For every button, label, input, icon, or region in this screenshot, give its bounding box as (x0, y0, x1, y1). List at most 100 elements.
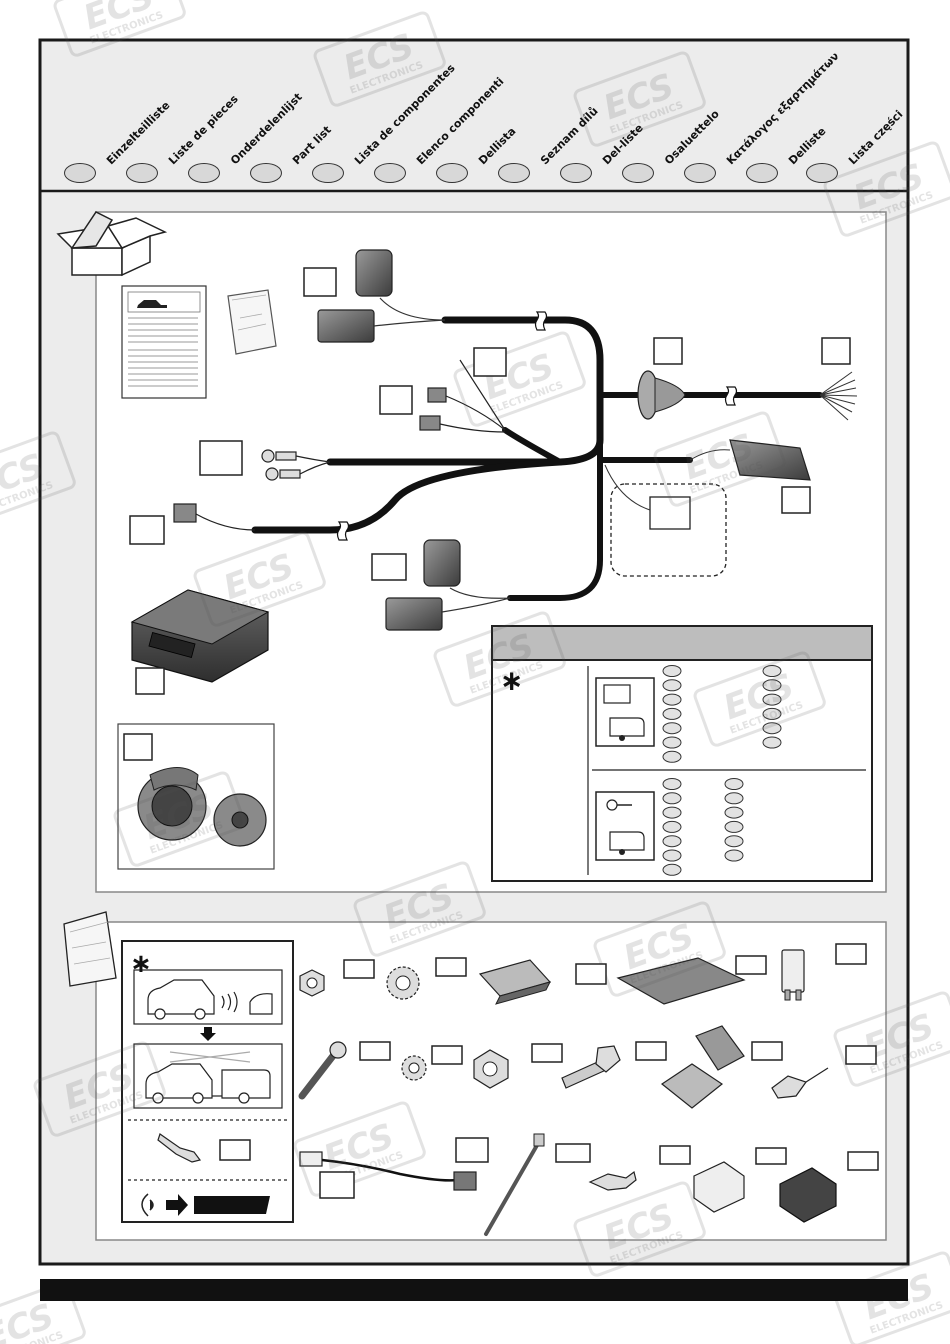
part-number-box (835, 943, 867, 965)
language-checkbox[interactable] (126, 163, 158, 183)
hardware-lock-washer (386, 966, 420, 1000)
hardware-adhesive-pad (478, 959, 552, 1005)
language-checkbox[interactable] (188, 163, 220, 183)
hardware-washer-small (401, 1055, 427, 1081)
part-number-box (303, 267, 337, 297)
part-number-box (431, 1045, 463, 1065)
part-number-box (219, 1139, 251, 1161)
function-oval[interactable] (662, 665, 682, 677)
function-oval[interactable] (662, 707, 682, 720)
vehicle-connector-lower (385, 539, 511, 631)
function-oval[interactable] (662, 736, 682, 749)
vehicle-connector-upper (317, 249, 446, 343)
function-oval[interactable] (724, 835, 744, 848)
function-oval[interactable] (724, 820, 744, 833)
function-oval[interactable] (724, 792, 744, 805)
function-oval[interactable] (662, 722, 682, 735)
function-oval[interactable] (662, 835, 682, 848)
part-number-box (531, 1043, 563, 1063)
function-oval[interactable] (662, 693, 682, 706)
part-number-box (635, 1041, 667, 1061)
function-oval[interactable] (762, 693, 782, 706)
language-checkbox[interactable] (806, 163, 838, 183)
function-table-header (491, 625, 873, 661)
hardware-plug-housing-black (779, 1167, 837, 1223)
language-checkbox[interactable] (498, 163, 530, 183)
function-oval[interactable] (662, 863, 682, 876)
hardware-splice-connector (660, 1025, 745, 1109)
function-table (491, 625, 873, 882)
function-oval[interactable] (724, 778, 744, 790)
function-oval[interactable] (762, 736, 782, 749)
part-number-box (751, 1041, 783, 1061)
part-number-box (821, 337, 851, 365)
cable-break-marks (336, 311, 738, 541)
instruction-sheet-icon (121, 285, 207, 399)
part-number-box (123, 733, 153, 761)
small-plugs (419, 359, 506, 433)
hardware-foam-sheet (616, 957, 746, 1005)
wiring-harness (251, 316, 823, 601)
part-number-box (473, 347, 507, 377)
parts-bag-icon (227, 289, 277, 355)
function-oval[interactable] (662, 792, 682, 805)
language-checkbox[interactable] (684, 163, 716, 183)
multipin-socket (689, 439, 811, 481)
asterisk-table: ∗ (500, 664, 523, 697)
function-oval[interactable] (662, 820, 682, 833)
battery-trailer-icon (595, 677, 655, 747)
language-checkbox[interactable] (746, 163, 778, 183)
car-trailer-icon (145, 1051, 271, 1104)
function-oval[interactable] (662, 806, 682, 819)
part-number-box (659, 1145, 691, 1165)
part-number-box (129, 515, 165, 545)
function-oval[interactable] (662, 679, 682, 692)
hardware-hex-nut (473, 1049, 509, 1089)
language-checkbox[interactable] (560, 163, 592, 183)
hardware-terminal-female (771, 1067, 829, 1099)
function-oval[interactable] (762, 707, 782, 720)
language-checkbox[interactable] (250, 163, 282, 183)
open-box-icon (56, 211, 168, 277)
language-checkbox[interactable] (64, 163, 96, 183)
function-oval[interactable] (724, 806, 744, 819)
part-number-box (575, 963, 607, 985)
function-oval[interactable] (762, 722, 782, 735)
ground-ring-terminals (261, 449, 331, 481)
hardware-terminal-pin (588, 1170, 637, 1191)
part-number-box (735, 955, 767, 975)
asterisk-note: ∗ (130, 949, 152, 979)
loose-wire-ends (819, 371, 858, 421)
language-checkbox[interactable] (374, 163, 406, 183)
key-trailer-icon (595, 791, 655, 861)
function-oval[interactable] (662, 849, 682, 862)
part-number-box (555, 1143, 591, 1163)
note-terminal-icon (157, 1133, 202, 1163)
language-checkbox[interactable] (312, 163, 344, 183)
parts-bag-large-icon (63, 911, 117, 987)
footer-bar (40, 1279, 908, 1301)
language-checkbox[interactable] (622, 163, 654, 183)
part-number-box (847, 1151, 879, 1171)
optional-connector-area (610, 483, 727, 577)
hardware-nut-flange (299, 969, 325, 997)
part-number-box (455, 1137, 489, 1163)
trailer-socket-13pin (137, 767, 267, 847)
function-oval[interactable] (762, 665, 782, 677)
down-arrow-icon (200, 1027, 216, 1041)
function-oval[interactable] (662, 750, 682, 763)
function-oval[interactable] (762, 679, 782, 692)
function-oval[interactable] (662, 778, 682, 790)
part-number-box (135, 667, 165, 695)
function-oval[interactable] (724, 849, 744, 862)
part-number-box (343, 959, 375, 979)
part-number-box (199, 440, 243, 476)
right-arrow-icon (166, 1194, 188, 1216)
grommet (637, 370, 686, 420)
part-number-box (359, 1041, 391, 1061)
control-module (130, 589, 270, 683)
language-checkbox[interactable] (436, 163, 468, 183)
